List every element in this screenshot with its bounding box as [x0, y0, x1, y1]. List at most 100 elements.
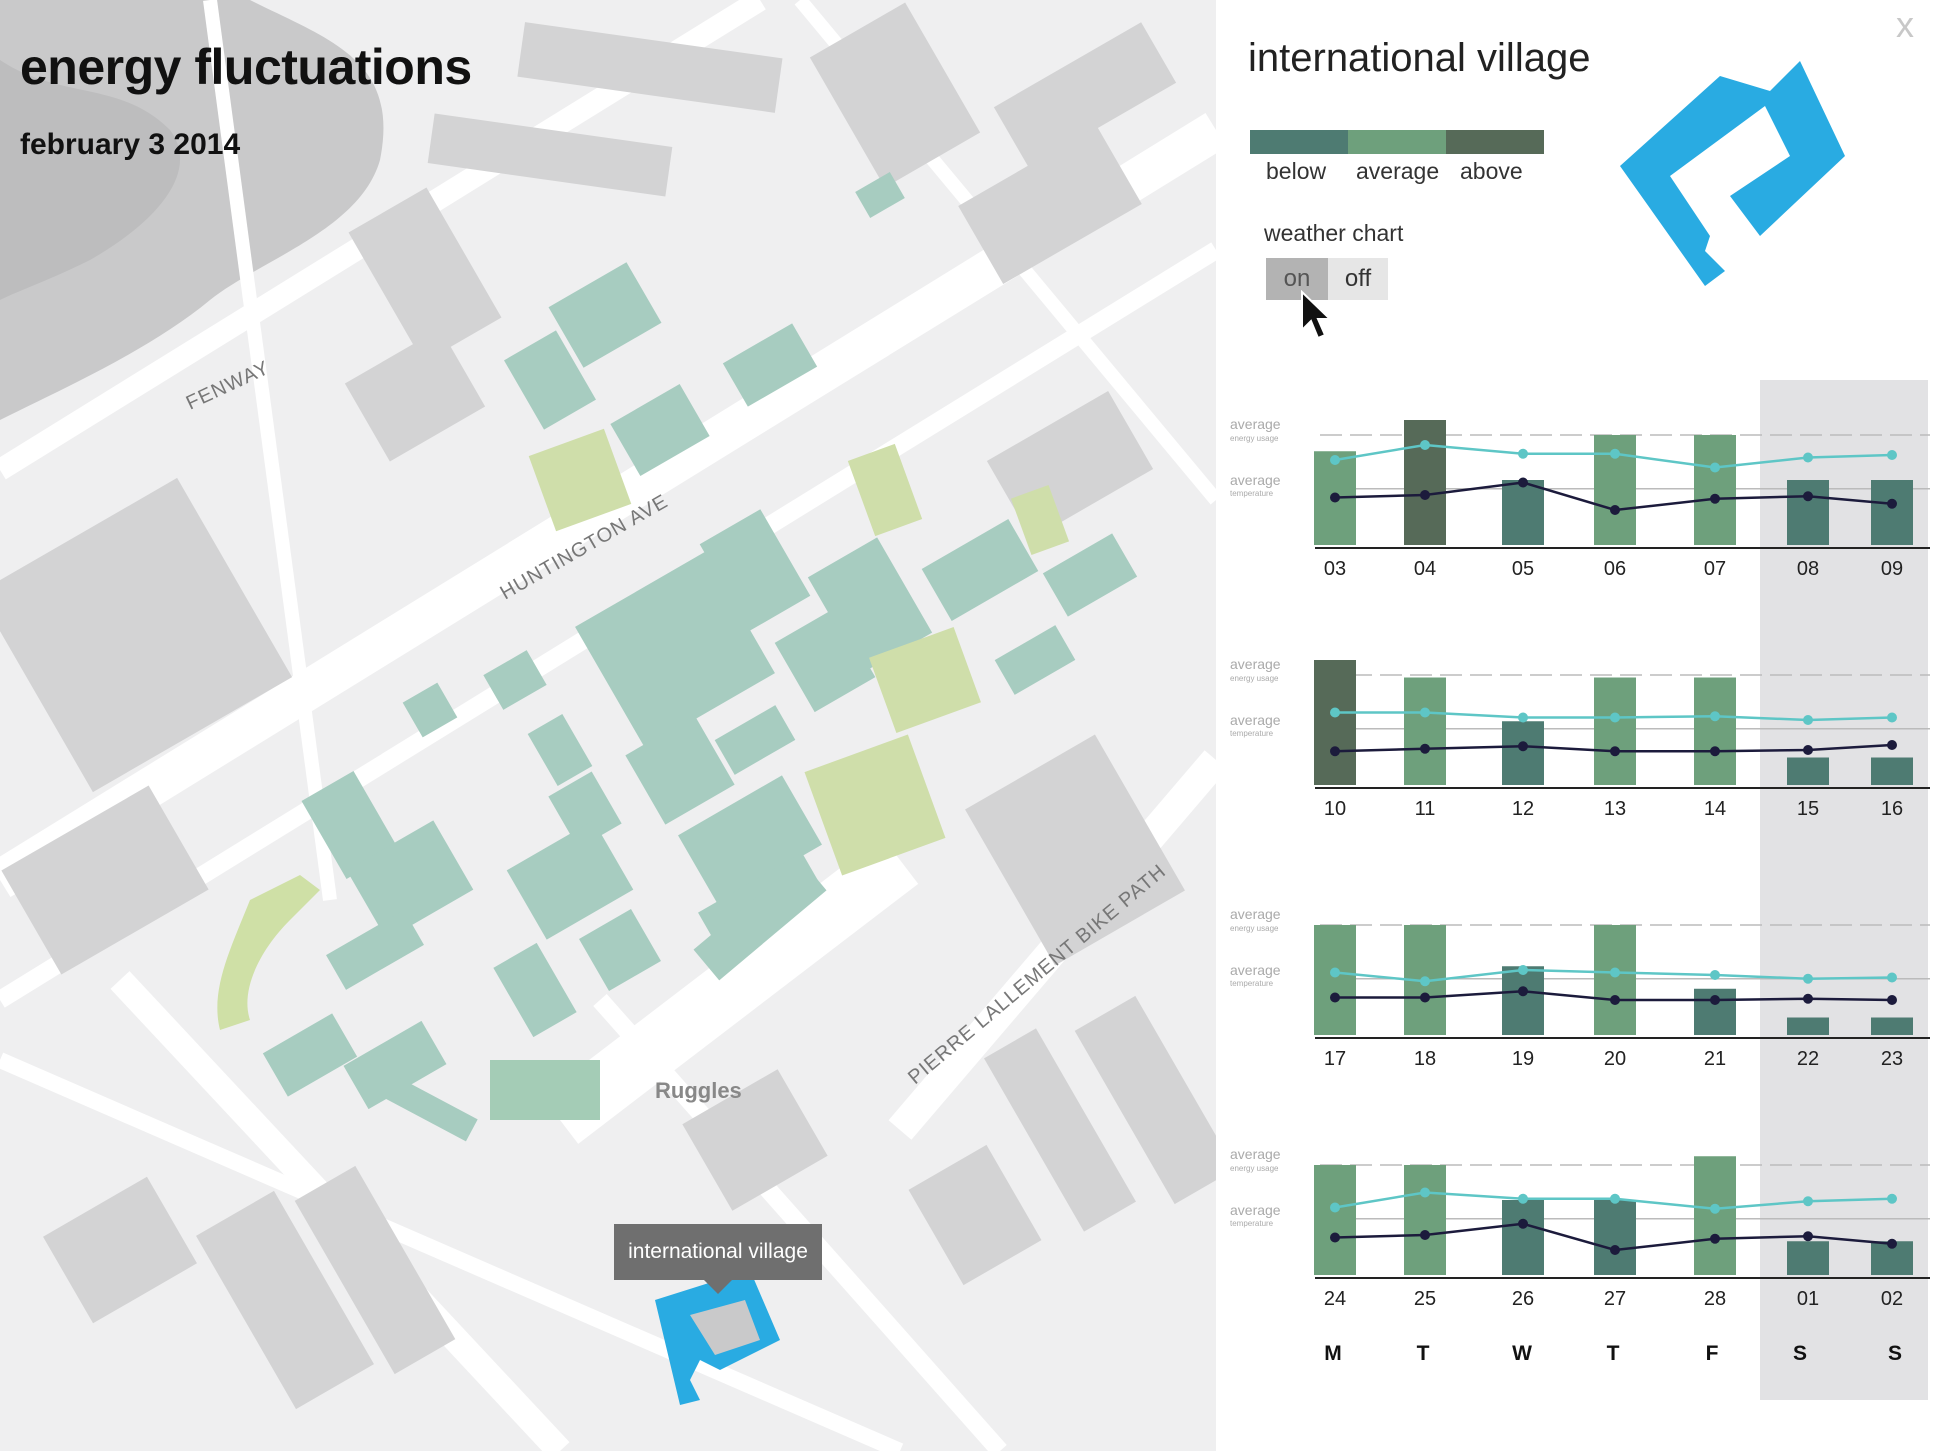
- energy-bar[interactable]: [1787, 757, 1829, 786]
- day-label: 16: [1881, 798, 1903, 820]
- energy-bar[interactable]: [1694, 435, 1736, 545]
- weather-point[interactable]: [1803, 491, 1813, 502]
- day-label: 09: [1881, 558, 1903, 580]
- weather-point[interactable]: [1887, 498, 1897, 509]
- temp-point[interactable]: [1887, 972, 1897, 983]
- close-button[interactable]: x: [1896, 4, 1914, 45]
- day-label: 24: [1324, 1288, 1346, 1310]
- energy-bar[interactable]: [1594, 677, 1636, 786]
- weather-point[interactable]: [1610, 1245, 1620, 1255]
- energy-bar[interactable]: [1314, 925, 1356, 1035]
- energy-bar[interactable]: [1404, 1165, 1446, 1275]
- temp-point[interactable]: [1420, 1187, 1430, 1198]
- temp-point[interactable]: [1420, 976, 1430, 987]
- temp-point[interactable]: [1420, 707, 1430, 718]
- temp-point[interactable]: [1887, 712, 1897, 723]
- temp-point[interactable]: [1610, 448, 1620, 459]
- energy-bar[interactable]: [1594, 1200, 1636, 1275]
- weather-point[interactable]: [1710, 995, 1720, 1005]
- weather-point[interactable]: [1610, 746, 1620, 757]
- weather-point[interactable]: [1518, 1218, 1528, 1229]
- weather-point[interactable]: [1887, 995, 1897, 1005]
- energy-bar[interactable]: [1871, 480, 1913, 545]
- energy-bar[interactable]: [1314, 1165, 1356, 1275]
- weather-point[interactable]: [1610, 505, 1620, 515]
- temp-point[interactable]: [1710, 970, 1720, 980]
- weather-point[interactable]: [1803, 993, 1813, 1004]
- map-canvas[interactable]: FENWAY HUNTINGTON AVE PIERRE LALLEMENT B…: [0, 0, 1216, 1451]
- temp-point[interactable]: [1710, 462, 1720, 473]
- weather-point[interactable]: [1420, 992, 1430, 1003]
- weather-point[interactable]: [1710, 746, 1720, 757]
- energy-bar[interactable]: [1787, 1017, 1829, 1036]
- temp-point[interactable]: [1803, 715, 1813, 725]
- avg-energy-label: average: [1230, 656, 1281, 672]
- weather-point[interactable]: [1420, 490, 1430, 500]
- day-label: 11: [1415, 798, 1436, 820]
- temp-point[interactable]: [1330, 967, 1340, 978]
- weather-point[interactable]: [1518, 477, 1528, 488]
- weather-point[interactable]: [1887, 1238, 1897, 1249]
- temp-point[interactable]: [1610, 1193, 1620, 1204]
- weather-point[interactable]: [1420, 743, 1430, 754]
- temp-point[interactable]: [1518, 712, 1528, 723]
- energy-bar[interactable]: [1787, 1241, 1829, 1275]
- energy-bar[interactable]: [1502, 480, 1544, 545]
- weather-point[interactable]: [1803, 745, 1813, 755]
- international-village-footprint[interactable]: [655, 1270, 780, 1405]
- temp-point[interactable]: [1887, 1193, 1897, 1204]
- temp-point[interactable]: [1710, 1203, 1720, 1214]
- temp-point[interactable]: [1803, 1196, 1813, 1207]
- temp-point[interactable]: [1803, 973, 1813, 984]
- temp-point[interactable]: [1330, 455, 1340, 465]
- day-label: 13: [1604, 798, 1626, 820]
- temp-point[interactable]: [1710, 711, 1720, 722]
- toggle-on-button[interactable]: on: [1266, 258, 1328, 300]
- temp-point[interactable]: [1518, 1193, 1528, 1204]
- weather-point[interactable]: [1330, 746, 1340, 757]
- energy-bar[interactable]: [1694, 677, 1736, 786]
- weather-point[interactable]: [1710, 1233, 1720, 1244]
- temp-point[interactable]: [1610, 712, 1620, 723]
- weather-point[interactable]: [1518, 986, 1528, 997]
- dow-label-thu: T: [1606, 1342, 1620, 1365]
- day-label: 17: [1324, 1048, 1346, 1070]
- weather-point[interactable]: [1610, 995, 1620, 1005]
- weather-point[interactable]: [1330, 492, 1340, 503]
- energy-bar[interactable]: [1694, 1156, 1736, 1275]
- temp-point[interactable]: [1610, 967, 1620, 978]
- legend-swatch-above: [1446, 130, 1544, 154]
- energy-bar[interactable]: [1594, 925, 1636, 1035]
- temp-point[interactable]: [1518, 965, 1528, 975]
- weather-point[interactable]: [1803, 1231, 1813, 1242]
- day-label: 14: [1704, 798, 1726, 820]
- temp-point[interactable]: [1420, 440, 1430, 450]
- avg-energy-label: average: [1230, 906, 1281, 922]
- energy-bar[interactable]: [1404, 420, 1446, 545]
- energy-bar[interactable]: [1502, 1200, 1544, 1275]
- weather-chart-toggle[interactable]: on off: [1266, 258, 1388, 300]
- campus-map[interactable]: FENWAY HUNTINGTON AVE PIERRE LALLEMENT B…: [0, 0, 1216, 1451]
- weather-point[interactable]: [1420, 1230, 1430, 1240]
- temp-point[interactable]: [1518, 448, 1528, 459]
- energy-bar[interactable]: [1404, 677, 1446, 786]
- temp-point[interactable]: [1330, 707, 1340, 718]
- weather-point[interactable]: [1518, 741, 1528, 752]
- energy-bar[interactable]: [1871, 757, 1913, 786]
- weather-point[interactable]: [1710, 493, 1720, 504]
- energy-bar[interactable]: [1314, 660, 1356, 785]
- temp-point[interactable]: [1803, 452, 1813, 463]
- temp-point[interactable]: [1330, 1202, 1340, 1213]
- toggle-off-button[interactable]: off: [1328, 258, 1388, 300]
- energy-bar[interactable]: [1502, 966, 1544, 1035]
- weather-point[interactable]: [1887, 740, 1897, 750]
- weather-point[interactable]: [1330, 1232, 1340, 1243]
- energy-bar[interactable]: [1787, 480, 1829, 545]
- day-label: 26: [1512, 1288, 1534, 1310]
- dow-label-sun: S: [1887, 1342, 1902, 1365]
- energy-bar[interactable]: [1871, 1017, 1913, 1036]
- energy-bar[interactable]: [1502, 721, 1544, 785]
- weather-point[interactable]: [1330, 992, 1340, 1003]
- temp-point[interactable]: [1887, 450, 1897, 460]
